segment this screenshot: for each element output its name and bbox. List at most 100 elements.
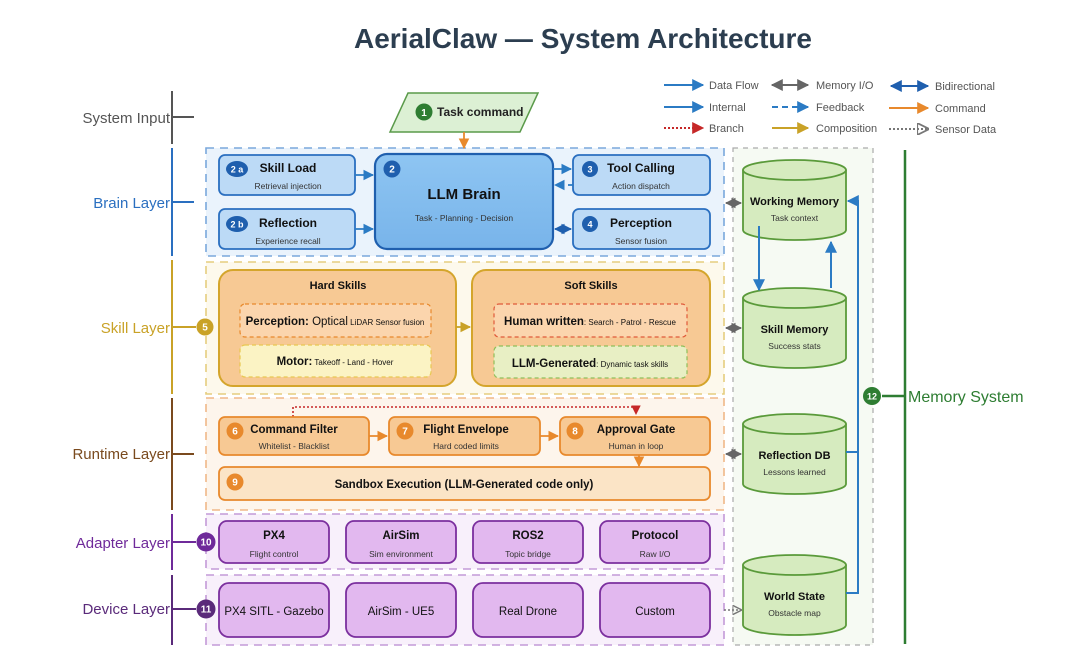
svg-text:Command Filter: Command Filter — [250, 424, 338, 436]
svg-text:PX4: PX4 — [263, 530, 285, 542]
svg-text:Success stats: Success stats — [768, 341, 820, 351]
tool-calling-node[interactable]: 3 Tool Calling Action dispatch — [572, 154, 711, 196]
svg-text:2: 2 — [389, 165, 395, 176]
svg-text:Perception: Optical LiDAR Sens: Perception: Optical LiDAR Sensor fusion — [246, 316, 425, 328]
svg-text:ROS2: ROS2 — [512, 530, 543, 542]
hard-skills-node[interactable]: Hard Skills Perception: Optical LiDAR Se… — [218, 269, 457, 387]
svg-text:Raw I/O: Raw I/O — [640, 549, 671, 559]
svg-text:Reflection: Reflection — [259, 216, 317, 230]
reflection-node[interactable]: 2 b Reflection Experience recall — [218, 208, 356, 250]
svg-text:11: 11 — [201, 605, 212, 616]
svg-text:Motor: Takeoff - Land - Hover: Motor: Takeoff - Land - Hover — [277, 356, 394, 368]
perception-skill[interactable] — [239, 303, 432, 338]
svg-text:Experience recall: Experience recall — [255, 236, 320, 246]
reflection-to-working-memory-arrow — [846, 195, 859, 453]
svg-text:Flight control: Flight control — [250, 549, 299, 559]
svg-text:Flight Envelope: Flight Envelope — [423, 424, 509, 436]
svg-text:12: 12 — [867, 392, 877, 402]
svg-text:AirSim - UE5: AirSim - UE5 — [368, 606, 434, 618]
svg-text:Action dispatch: Action dispatch — [612, 181, 670, 191]
svg-text:Human in loop: Human in loop — [609, 441, 664, 451]
llm-generated-skill[interactable] — [493, 345, 688, 379]
svg-text:6: 6 — [232, 427, 238, 438]
approval-gate-node[interactable]: 8 Approval Gate Human in loop — [559, 416, 711, 456]
svg-text:3: 3 — [587, 165, 592, 175]
legend-internal: Internal — [709, 102, 746, 114]
svg-text:Skill Load: Skill Load — [260, 161, 317, 175]
layer-label-runtime: Runtime Layer — [72, 446, 170, 463]
svg-text:Protocol: Protocol — [632, 530, 679, 542]
layer-label-memory: Memory System — [908, 389, 1024, 406]
svg-text:Human written: Search - Patrol: Human written: Search - Patrol - Rescue — [504, 316, 676, 328]
svg-text:Sandbox Execution (LLM-Generat: Sandbox Execution (LLM-Generated code on… — [335, 479, 594, 491]
task-command-label: Task command — [437, 105, 523, 119]
svg-text:PX4 SITL - Gazebo: PX4 SITL - Gazebo — [224, 606, 323, 618]
legend-composition: Composition — [816, 123, 877, 135]
skill-badge — [196, 318, 214, 336]
svg-text:4: 4 — [587, 220, 592, 230]
layer-label-system-input: System Input — [82, 110, 170, 127]
layer-labels: System Input Brain Layer Skill Layer Run… — [72, 91, 196, 645]
svg-text:Skill Memory: Skill Memory — [761, 324, 830, 336]
svg-text:LLM-Generated: Dynamic task sk: LLM-Generated: Dynamic task skills — [512, 358, 668, 370]
device-badge — [196, 599, 216, 619]
layer-label-device: Device Layer — [82, 601, 170, 618]
memory-badge — [863, 387, 881, 405]
legend-feedback: Feedback — [816, 102, 865, 114]
svg-text:Sensor fusion: Sensor fusion — [615, 236, 667, 246]
device-node-3[interactable]: Real Drone — [472, 582, 584, 638]
svg-text:7: 7 — [402, 427, 408, 438]
branch-arrow — [292, 405, 641, 417]
legend-branch: Branch — [709, 123, 744, 135]
svg-text:Real Drone: Real Drone — [499, 606, 557, 618]
flight-envelope-node[interactable]: 7 Flight Envelope Hard coded limits — [388, 416, 541, 456]
svg-text:9: 9 — [232, 478, 238, 489]
svg-text:Tool Calling: Tool Calling — [607, 161, 675, 175]
device-node-2[interactable]: AirSim - UE5 — [345, 582, 457, 638]
perception-node[interactable]: 4 Perception Sensor fusion — [572, 208, 711, 250]
svg-text:Soft Skills: Soft Skills — [564, 280, 617, 292]
motor-skill[interactable] — [239, 344, 432, 378]
task-command-node[interactable]: 1 Task command — [388, 92, 540, 133]
legend-memory-io: Memory I/O — [816, 80, 874, 92]
layer-label-brain: Brain Layer — [93, 195, 170, 212]
svg-text:Approval Gate: Approval Gate — [597, 424, 676, 436]
svg-text:2 a: 2 a — [231, 165, 245, 175]
llm-brain-node[interactable]: 2 LLM Brain Task - Planning - Decision — [373, 152, 555, 251]
svg-text:Sim environment: Sim environment — [369, 549, 433, 559]
svg-text:World State: World State — [764, 591, 825, 603]
layer-label-adapter: Adapter Layer — [76, 535, 170, 552]
svg-text:Obstacle map: Obstacle map — [768, 608, 821, 618]
legend-data-flow: Data Flow — [709, 80, 759, 92]
human-written-skill[interactable] — [493, 303, 688, 338]
device-node-1[interactable]: PX4 SITL - Gazebo — [218, 582, 330, 638]
svg-text:Lessons learned: Lessons learned — [763, 467, 826, 477]
task-command-badge: 1 — [421, 108, 427, 119]
adapter-badge — [196, 532, 216, 552]
svg-text:Working Memory: Working Memory — [750, 196, 840, 208]
svg-text:Retrieval injection: Retrieval injection — [254, 181, 321, 191]
skill-load-node[interactable]: 2 a Skill Load Retrieval injection — [218, 154, 356, 196]
device-node-4[interactable]: Custom — [599, 582, 711, 638]
svg-text:Whitelist - Blacklist: Whitelist - Blacklist — [259, 441, 330, 451]
page-title: AerialClaw — System Architecture — [354, 23, 812, 54]
world-state-to-working-memory-arrow — [846, 452, 859, 594]
svg-text:LLM Brain: LLM Brain — [427, 186, 500, 203]
sandbox-execution-node[interactable]: 9 Sandbox Execution (LLM-Generated code … — [218, 466, 711, 501]
soft-skills-node[interactable]: Soft Skills Human written: Search - Patr… — [471, 269, 711, 387]
svg-text:Hard Skills: Hard Skills — [310, 280, 367, 292]
svg-text:Task - Planning - Decision: Task - Planning - Decision — [415, 213, 514, 223]
command-filter-node[interactable]: 6 Command Filter Whitelist - Blacklist — [218, 416, 370, 456]
svg-text:8: 8 — [572, 427, 578, 438]
legend-command: Command — [935, 103, 986, 115]
legend-sensor-data: Sensor Data — [935, 124, 997, 136]
